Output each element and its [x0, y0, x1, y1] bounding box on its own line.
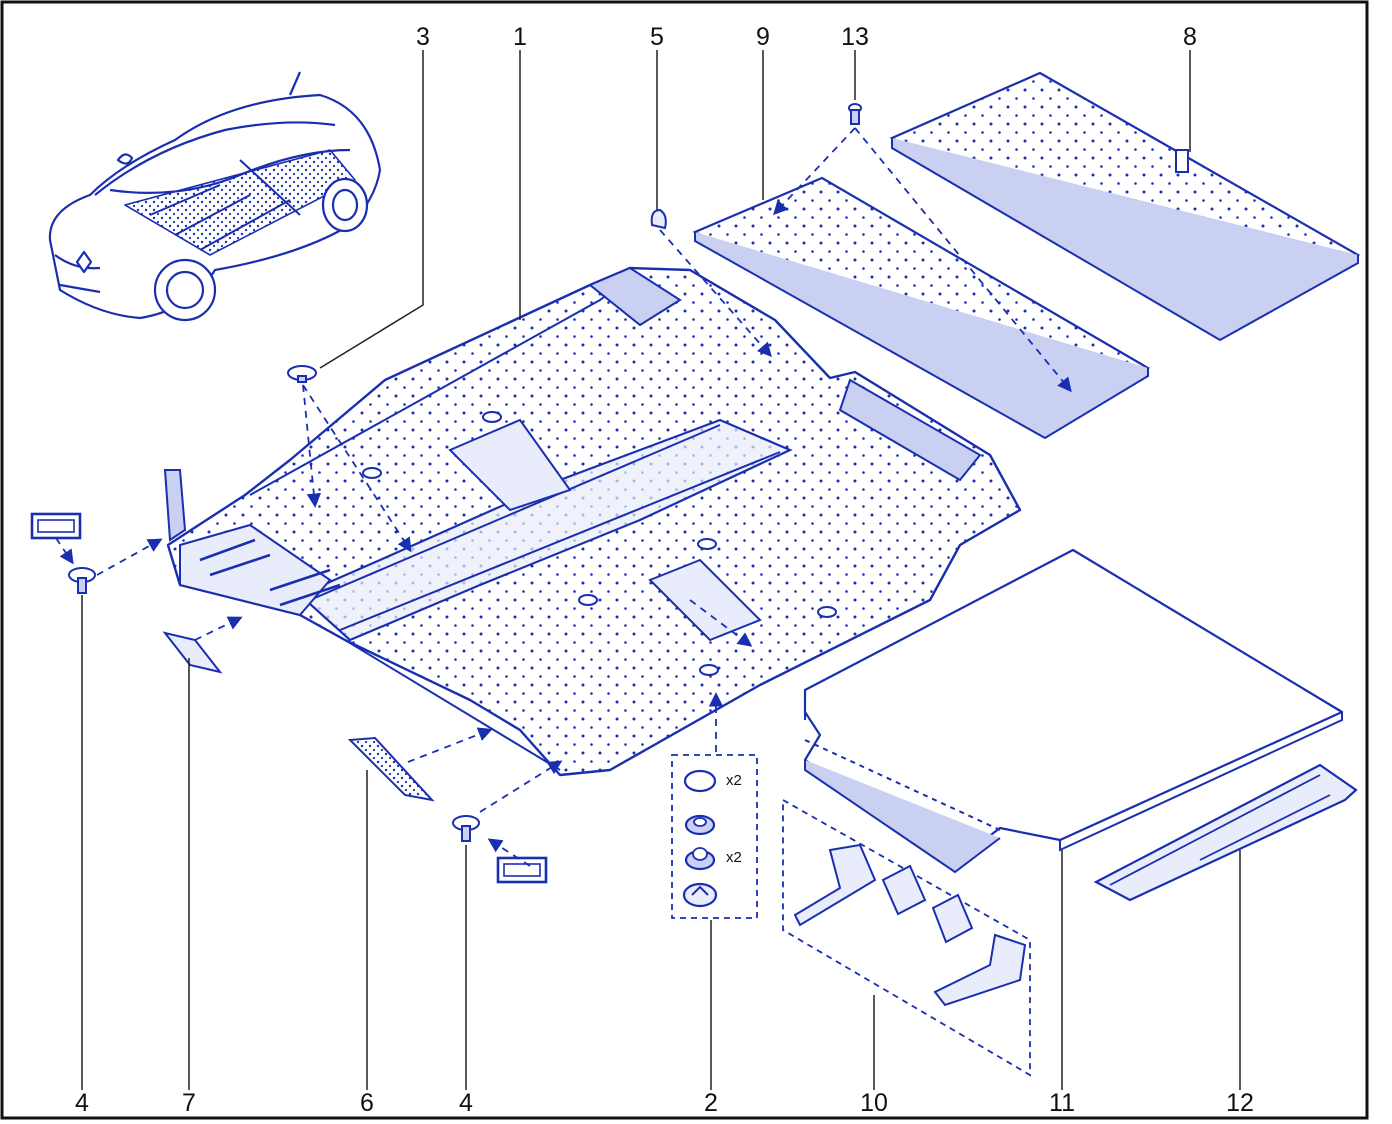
- callout-4-right: 4: [459, 1089, 473, 1117]
- callout-9: 9: [756, 23, 770, 51]
- callout-5: 5: [650, 23, 664, 51]
- part-8-rear-floor-panel: [889, 71, 1361, 342]
- part-9-floor-panel: [692, 176, 1151, 440]
- callout-3: 3: [416, 23, 430, 51]
- assembly-arrows: [55, 127, 1072, 867]
- part-10-clip-kit: [782, 798, 1031, 1077]
- callout-11: 11: [1049, 1089, 1075, 1117]
- tape-label-icon: [30, 512, 548, 884]
- car-overview-icon: [48, 71, 382, 322]
- fastener-icon: [68, 103, 862, 842]
- callout-4-left: 4: [75, 1089, 89, 1117]
- callout-1: 1: [513, 23, 527, 51]
- callout-8: 8: [1183, 23, 1197, 51]
- callout-7: 7: [182, 1089, 196, 1117]
- quantity-ring: x2: [726, 772, 742, 789]
- callout-10: 10: [860, 1089, 888, 1117]
- leader-lines: [81, 50, 1241, 1090]
- part-12-rear-sill-trim: [1093, 763, 1358, 902]
- callout-13: 13: [841, 23, 869, 51]
- part-1-floor-carpet: [163, 266, 1022, 777]
- callout-2: 2: [704, 1089, 718, 1117]
- quantity-grommet: x2: [726, 849, 742, 866]
- ring-icon: [683, 769, 717, 793]
- callout-6: 6: [360, 1089, 374, 1117]
- part-11-luggage-floor: [803, 548, 1344, 874]
- part-2-grommet-kit: [671, 754, 758, 919]
- callout-12: 12: [1226, 1089, 1254, 1117]
- diagram-frame: [0, 0, 1369, 1120]
- clip-icon: [162, 208, 667, 802]
